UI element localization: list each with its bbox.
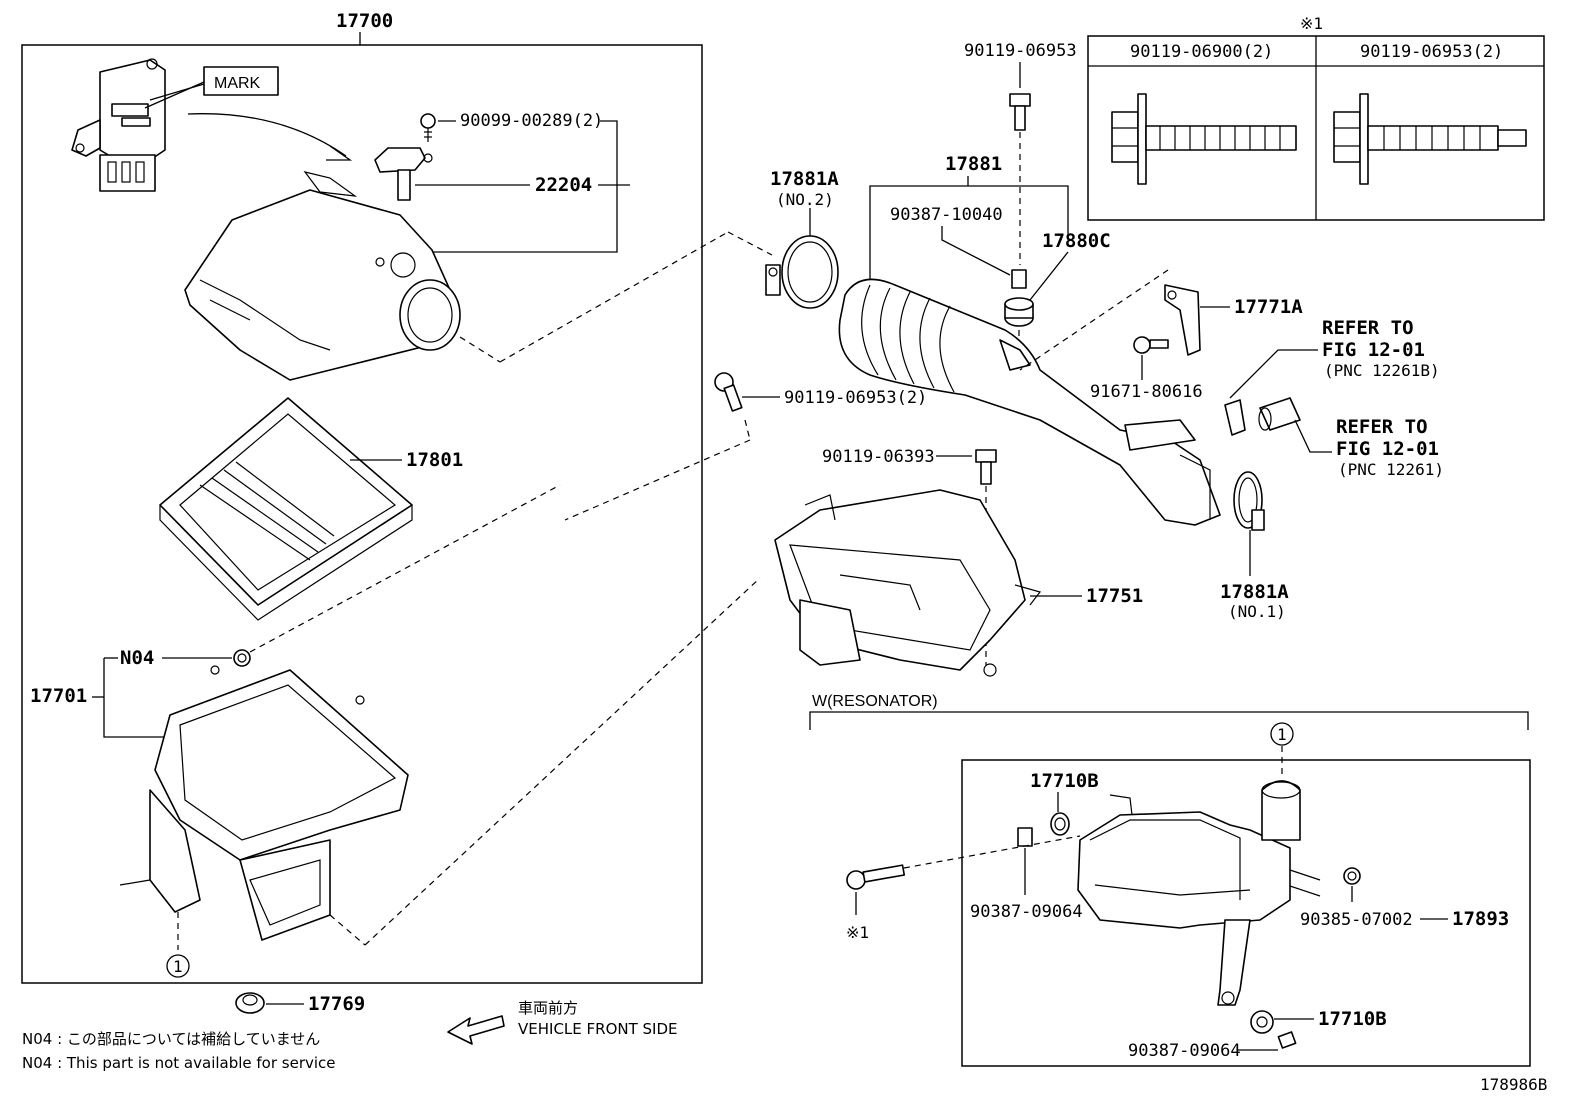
label-90119-06953-middle[interactable]: 90119-06953(2) — [784, 388, 927, 408]
label-17881a-no1-sub[interactable]: (NO.1) — [1228, 602, 1286, 621]
bolt-table-col2[interactable]: 90119-06953(2) — [1360, 42, 1503, 62]
collar-left-icon — [1017, 827, 1033, 847]
label-17700[interactable]: 17700 — [336, 10, 393, 32]
label-90119-06953-top[interactable]: 90119-06953 — [964, 41, 1077, 61]
bolt-table-note[interactable]: ※1 — [1300, 14, 1323, 33]
air-filter-element-shape — [159, 397, 413, 621]
nut-right-icon — [1343, 867, 1361, 885]
label-91671-80616[interactable]: 91671-80616 — [1090, 382, 1203, 402]
label-17710b-lower[interactable]: 17710B — [1318, 1008, 1387, 1030]
bolt-top-icon — [1009, 93, 1031, 131]
refer-a-line2[interactable]: FIG 12-01 — [1322, 339, 1425, 361]
label-17769[interactable]: 17769 — [308, 993, 365, 1015]
refer-a-pnc[interactable]: (PNC 12261B) — [1324, 361, 1440, 380]
air-cleaner-cap-shape — [184, 171, 461, 381]
label-90119-06393[interactable]: 90119-06393 — [822, 447, 935, 467]
figure-id[interactable]: 178986B — [1480, 1075, 1547, 1094]
sensor-22204-shape — [374, 147, 433, 201]
mark-callout-box — [203, 66, 279, 96]
air-cleaner-assy-box — [21, 44, 703, 984]
mark-label[interactable]: MARK — [214, 75, 261, 92]
label-90387-09064-bottom[interactable]: 90387-09064 — [1128, 1041, 1241, 1061]
label-90385-07002[interactable]: 90385-07002 — [1300, 910, 1413, 930]
resonator-bracket — [809, 711, 1529, 730]
label-w-resonator[interactable]: W(RESONATOR) — [812, 693, 938, 710]
small-hose-a-shape — [1224, 399, 1246, 436]
air-inlet-shape — [774, 489, 1042, 677]
note-jp[interactable]: N04 : この部品については補給していません — [22, 1030, 320, 1048]
screw-icon — [420, 113, 436, 142]
star-bolt-icon — [846, 864, 906, 890]
label-17881a-no1[interactable]: 17881A — [1220, 581, 1289, 603]
cushion-upper-icon — [1050, 812, 1070, 836]
hose-clamp-no2-icon — [765, 235, 839, 309]
circle-ref-1-right — [1270, 722, 1294, 746]
air-cleaner-case-shape — [119, 665, 409, 941]
bolt-90119-06953-icon — [1333, 93, 1527, 185]
arrow-icon — [187, 113, 347, 157]
circle-ref-1-left — [166, 954, 190, 978]
grommet-17769-icon — [235, 992, 265, 1014]
label-90099-00289[interactable]: 90099-00289(2) — [460, 111, 603, 131]
label-22204[interactable]: 22204 — [535, 174, 592, 196]
refer-b-pnc[interactable]: (PNC 12261) — [1338, 460, 1444, 479]
cushion-lower-icon — [1250, 1010, 1274, 1034]
bolt-inlet-icon — [975, 449, 997, 485]
mass-air-flow-sensor-detail — [71, 58, 166, 192]
bolt-middle-icon — [714, 372, 743, 412]
label-n04[interactable]: N04 — [120, 647, 154, 669]
bolt-90119-06900-icon — [1111, 93, 1297, 185]
resonator-shape — [1077, 780, 1321, 1006]
label-17771a[interactable]: 17771A — [1234, 296, 1303, 318]
air-hose-shape — [838, 278, 1221, 526]
label-17881a-no2[interactable]: 17881A — [770, 168, 839, 190]
label-17881[interactable]: 17881 — [945, 153, 1002, 175]
collar-bottom-icon — [1277, 1031, 1297, 1049]
label-17701[interactable]: 17701 — [30, 685, 87, 707]
vehicle-front-jp[interactable]: 車両前方 — [518, 999, 578, 1017]
vehicle-front-arrow-icon — [447, 1015, 505, 1045]
label-17710b-upper[interactable]: 17710B — [1030, 770, 1099, 792]
hose-clamp-no1-icon — [1233, 471, 1265, 531]
circle-ref-1-left-text[interactable]: 1 — [173, 957, 183, 976]
grommet-top-icon — [1004, 297, 1034, 327]
bolt-bracket-icon — [1133, 336, 1169, 354]
star-ref-label[interactable]: ※1 — [846, 923, 869, 942]
circle-ref-1-right-text[interactable]: 1 — [1277, 725, 1287, 744]
label-17880c[interactable]: 17880C — [1042, 230, 1111, 252]
label-17881a-no2-sub[interactable]: (NO.2) — [776, 190, 834, 209]
label-17893[interactable]: 17893 — [1452, 908, 1509, 930]
refer-a-line1[interactable]: REFER TO — [1322, 317, 1414, 339]
label-17801[interactable]: 17801 — [406, 449, 463, 471]
bolt-table-col1[interactable]: 90119-06900(2) — [1130, 42, 1273, 62]
refer-b-line2[interactable]: FIG 12-01 — [1336, 438, 1439, 460]
resonator-box — [961, 759, 1531, 1067]
vehicle-front-en[interactable]: VEHICLE FRONT SIDE — [518, 1020, 678, 1038]
small-hose-b-shape — [1258, 397, 1301, 431]
refer-b-line1[interactable]: REFER TO — [1336, 416, 1428, 438]
label-90387-09064-left[interactable]: 90387-09064 — [970, 902, 1083, 922]
bracket-17771a-shape — [1164, 284, 1201, 356]
label-17751[interactable]: 17751 — [1086, 585, 1143, 607]
grommet-n04-icon — [233, 649, 251, 667]
note-en[interactable]: N04 : This part is not available for ser… — [22, 1054, 336, 1072]
label-90387-10040[interactable]: 90387-10040 — [890, 205, 1003, 225]
collar-top-icon — [1011, 269, 1027, 289]
